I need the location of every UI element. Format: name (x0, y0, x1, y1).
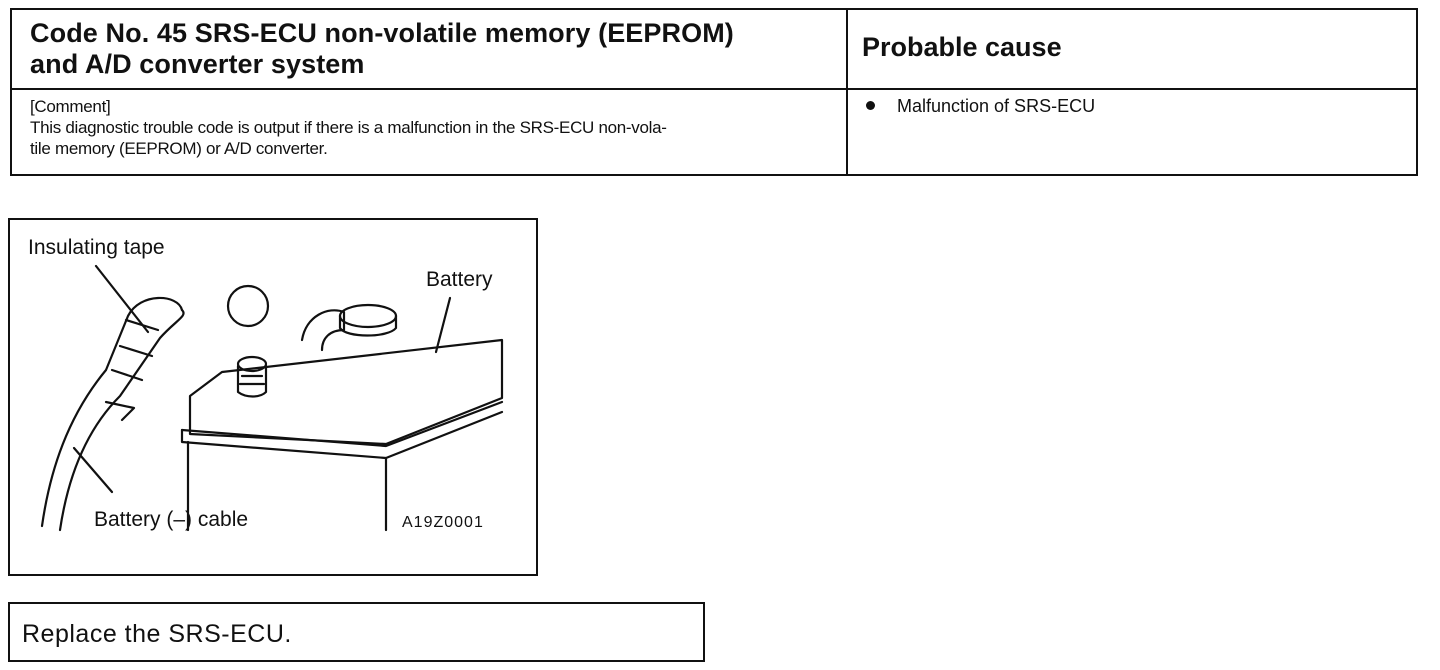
label-insulating-tape: Insulating tape (28, 236, 165, 259)
table-column-divider (846, 10, 848, 174)
battery-illustration: Insulating tape Battery Battery (–) cabl… (8, 218, 538, 576)
battery-lid-lip (180, 400, 504, 448)
battery-lid-lower (180, 410, 504, 460)
cable-leader-line (72, 446, 114, 494)
comment-block: [Comment] This diagnostic trouble code i… (30, 96, 835, 159)
comment-line1: This diagnostic trouble code is output i… (30, 118, 667, 137)
comment-line2: tile memory (EEPROM) or A/D converter. (30, 139, 328, 158)
bullet-icon (866, 101, 875, 110)
code-title-line1: Code No. 45 SRS-ECU non-volatile memory … (30, 18, 734, 48)
code-title-line2: and A/D converter system (30, 49, 365, 79)
tape-flap (104, 400, 136, 422)
tape-wrap-3 (110, 368, 144, 382)
label-battery: Battery (426, 268, 493, 291)
cause-list-item: Malfunction of SRS-ECU (862, 96, 1095, 117)
code-title: Code No. 45 SRS-ECU non-volatile memory … (30, 18, 830, 80)
terminal-cover (300, 309, 346, 352)
minus-symbol-icon (226, 284, 270, 328)
cause-item-text: Malfunction of SRS-ECU (897, 96, 1096, 116)
action-box: Replace the SRS-ECU. (8, 602, 705, 662)
battery-leader-line (434, 296, 452, 354)
cable-outer (40, 296, 184, 528)
battery-top-outline (188, 338, 504, 446)
battery-drawing (40, 264, 504, 532)
figure-code: A19Z0001 (402, 514, 484, 531)
comment-label: [Comment] (30, 97, 111, 116)
diagnostic-code-table: Code No. 45 SRS-ECU non-volatile memory … (10, 8, 1418, 176)
terminal-cap (338, 303, 398, 329)
tape-leader-line (94, 264, 150, 334)
action-text: Replace the SRS-ECU. (22, 620, 292, 648)
terminal-post-top (236, 355, 268, 373)
label-battery-cable: Battery (–) cable (94, 508, 249, 531)
tape-wrap-2 (118, 344, 154, 358)
table-row-divider (12, 88, 1416, 90)
terminal-post (236, 364, 268, 398)
probable-cause-heading: Probable cause (862, 32, 1062, 62)
